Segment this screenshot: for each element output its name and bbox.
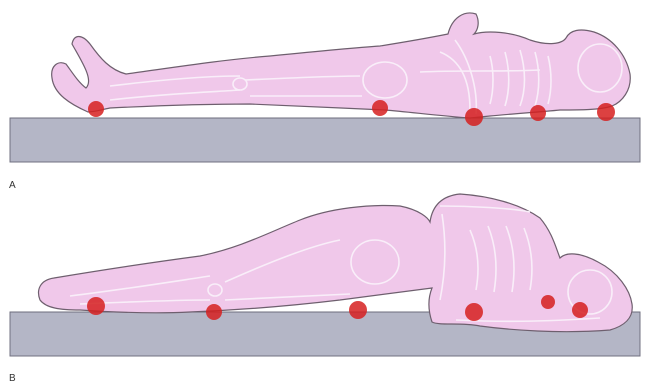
body-supine	[52, 13, 631, 118]
panel-label-a: A	[9, 180, 16, 191]
body-lateral	[39, 194, 633, 332]
pressure-point-elbow	[465, 108, 483, 126]
pressure-point-shoulder	[465, 303, 483, 321]
pressure-point-malleolus	[87, 297, 105, 315]
panel-label-b: B	[9, 373, 16, 384]
pressure-point-heel	[88, 101, 104, 117]
pressure-point-greater-trochanter	[349, 301, 367, 319]
pressure-point-shoulder-upper	[541, 295, 555, 309]
mattress-a	[10, 118, 640, 162]
pressure-point-occiput	[597, 103, 615, 121]
pressure-point-knee	[206, 304, 222, 320]
pressure-point-ear	[572, 302, 588, 318]
panel-b	[10, 194, 640, 356]
panel-a	[10, 13, 640, 162]
pressure-point-sacrum	[372, 100, 388, 116]
pressure-point-scapula	[530, 105, 546, 121]
